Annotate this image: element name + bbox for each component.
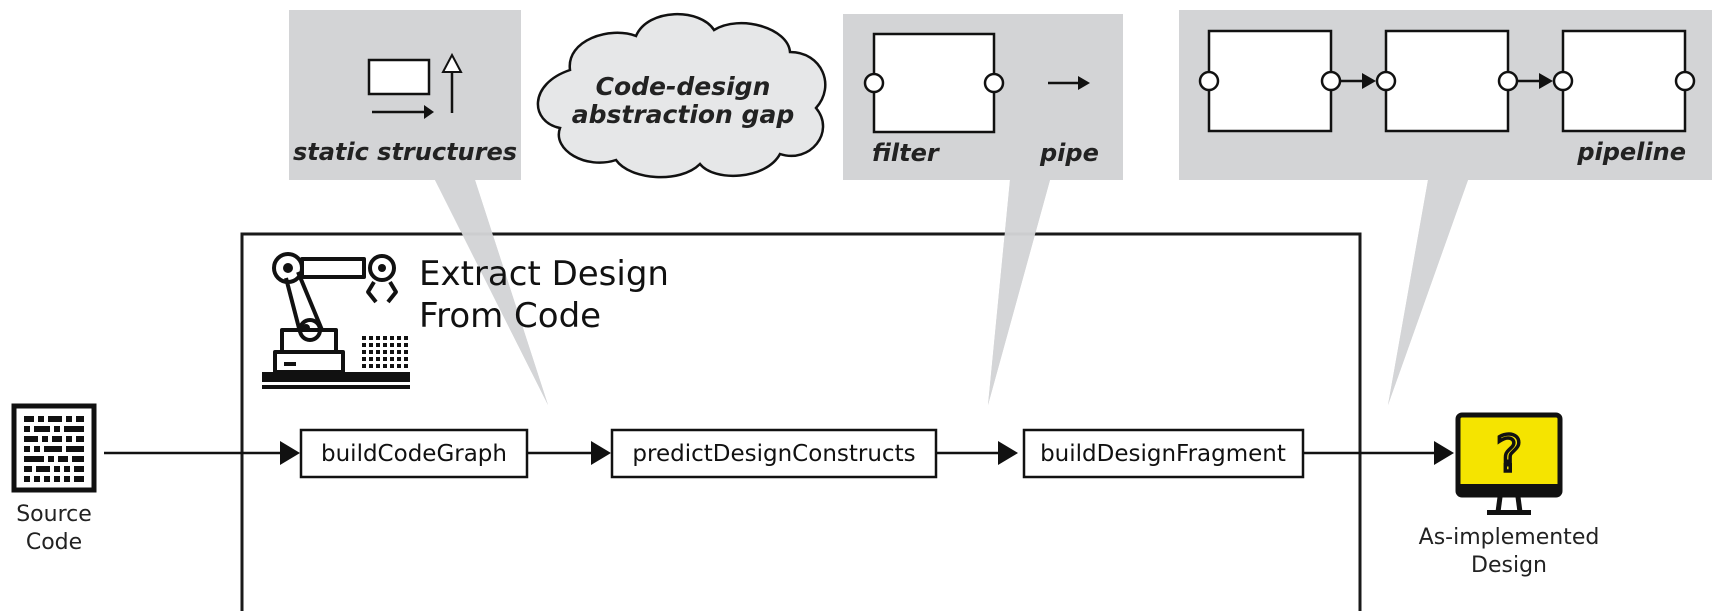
question-mark: ? xyxy=(1496,425,1523,483)
step-label: predictDesignConstructs xyxy=(632,441,915,467)
pipe-label: pipe xyxy=(1039,139,1099,167)
monitor-question-icon: ? xyxy=(1455,412,1563,515)
robot-dot-grid xyxy=(362,336,408,368)
step-build-design-fragment: buildDesignFragment xyxy=(1022,428,1305,479)
extract-design-box xyxy=(240,232,1362,611)
cloud-text-line2: abstraction gap xyxy=(572,100,794,129)
source-code-grid-icon xyxy=(11,403,97,493)
cloud-text-line1: Code-design xyxy=(596,72,771,101)
static-structures-icon xyxy=(367,52,463,119)
callout-filter-pipe: filter pipe xyxy=(843,14,1123,405)
filter-icon xyxy=(863,32,1005,134)
flow-arrows xyxy=(104,441,1454,465)
source-code-label-line1: Source xyxy=(16,502,92,527)
pipeline-pointer-overlay xyxy=(1388,180,1468,405)
abstraction-gap-cloud: Code-design abstraction gap xyxy=(536,12,827,179)
extract-design-title-line2: From Code xyxy=(419,296,601,336)
pipeline-icon xyxy=(1198,29,1696,133)
step-label: buildCodeGraph xyxy=(321,441,507,467)
step-predict-design-constructs: predictDesignConstructs xyxy=(610,428,938,479)
filter-label: filter xyxy=(872,139,941,167)
as-implemented-label-line1: As-implemented xyxy=(1419,525,1600,550)
pipe-icon xyxy=(1048,76,1090,90)
callout-static-structures: static structures xyxy=(289,10,548,405)
step-label: buildDesignFragment xyxy=(1040,441,1286,467)
filter-pointer-overlay xyxy=(988,180,1050,405)
pipeline-label: pipeline xyxy=(1576,138,1686,166)
extract-design-title-line1: Extract Design xyxy=(419,254,669,294)
robot-arm-icon xyxy=(262,252,410,389)
static-structures-label: static structures xyxy=(293,138,517,166)
step-build-code-graph: buildCodeGraph xyxy=(299,428,529,479)
cloud-shape xyxy=(536,12,827,179)
as-implemented-label-line2: Design xyxy=(1471,553,1547,578)
source-code-label-line2: Code xyxy=(26,530,82,555)
static-pointer-overlay xyxy=(435,180,548,405)
